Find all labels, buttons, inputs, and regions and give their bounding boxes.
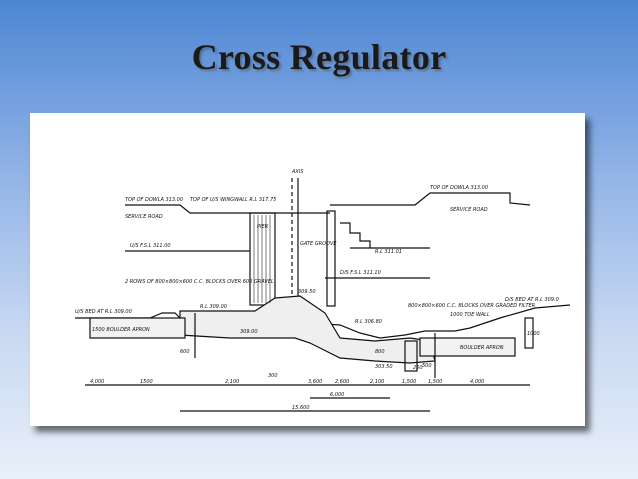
ds-apron [419,337,516,357]
slide-title: Cross Regulator [191,37,447,77]
label-top-dowla-left: TOP OF DOWLA 313.00 [125,197,183,203]
dim-left: 4,000 [90,379,104,385]
label-rl-306: R.L 306.80 [355,319,382,325]
dim-4000: 4,000 [470,379,484,385]
label-service-road-left: SERVICE ROAD [125,214,163,220]
label-rl-right: R.L 311.01 [375,249,402,255]
pier-body [249,212,276,306]
dim-300: 300 [268,373,278,379]
right-bank [330,192,531,206]
label-axis: AXIS [291,169,304,175]
label-top-wingwall: TOP OF U/S WINGWALL R.L 317.75 [190,197,276,203]
toe-wall [524,317,534,349]
dim-800: 800 [375,349,385,355]
ds-cutoff [404,340,418,372]
dim-500: 500 [422,363,432,369]
cross-regulator-drawing: AXIS TOP OF DOWLA 313.00 TOP OF U/S WING… [75,169,571,412]
label-pier: PIER [257,224,268,230]
label-boulder-apron-right: BOULDER APRON [460,345,504,351]
label-toe-wall: 1000 TOE WALL [450,312,490,318]
dim-total: 15,600 [292,405,310,411]
label-ds-fsl: D/S F.S.L 311.10 [340,270,381,276]
ground-line [75,304,571,339]
dim-3600: 3,600 [308,379,322,385]
label-rl-309: R.L 309.00 [200,304,227,310]
us-apron [89,317,186,339]
dim-2600: 2,600 [335,379,349,385]
dim-1500b: 1,500 [402,379,416,385]
crest-level: 309.00 [240,329,258,335]
diagram-frame: AXIS TOP OF DOWLA 313.00 TOP OF U/S WING… [30,113,585,426]
dim-600: 600 [180,349,190,355]
left-bank [125,204,330,214]
dim-250: 250 [413,365,423,371]
steps [340,222,371,248]
label-us-fsl: U/S F.S.L 311.00 [130,243,171,249]
label-cc-blocks-right: 800×800×600 C.C. BLOCKS OVER GRADED FILT… [408,303,535,309]
dim-2100: 2,100 [370,379,384,385]
dim-6000: 6,000 [330,392,344,398]
floor-level: 303.50 [375,364,393,370]
label-top-dowla-right: TOP OF DOWLA 313.00 [430,185,488,191]
label-gate-groove: GATE GROOVE [300,241,337,247]
dim-1000: 1000 [527,331,540,337]
dim-1500c: 1,500 [428,379,442,385]
label-cc-blocks-left: 2 ROWS OF 800×800×600 C.C. BLOCKS OVER 6… [125,279,274,285]
label-bed-us: U/S BED AT R.L 309.00 [75,309,132,315]
dim-1500: 1500 [140,379,153,385]
label-crest: 309.50 [298,289,316,295]
label-boulder-apron-left: 1500 BOULDER APRON [92,327,150,333]
gate-groove-block [326,210,336,307]
label-service-road-right: SERVICE ROAD [450,207,488,213]
label-bed-ds: D/S BED AT R.L 309.0 [505,297,559,303]
dim-2400: 2,100 [225,379,239,385]
